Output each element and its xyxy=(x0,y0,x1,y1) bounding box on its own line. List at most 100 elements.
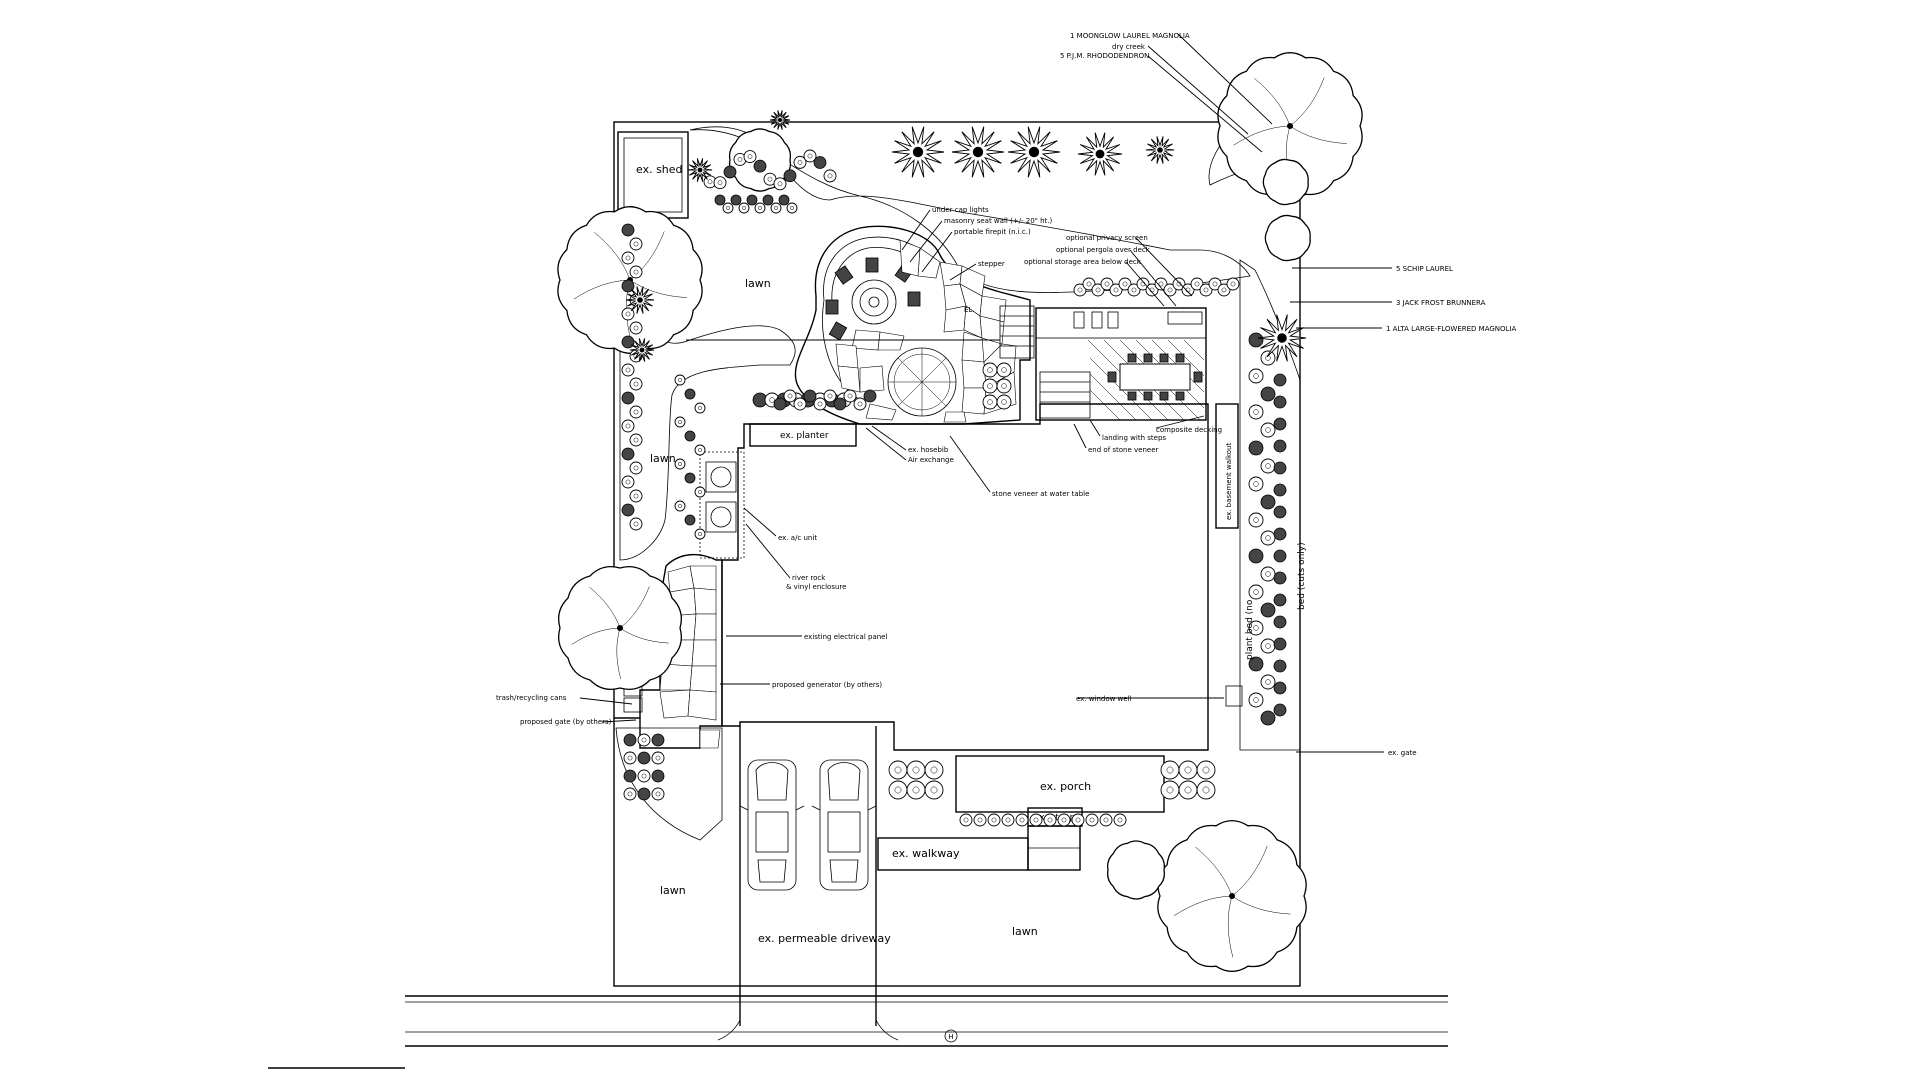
shrub xyxy=(1273,703,1287,717)
callout-ex-gate: ex. gate xyxy=(1388,749,1417,757)
shrub xyxy=(863,389,877,403)
shrub xyxy=(629,517,643,531)
shrub xyxy=(621,503,635,517)
shrub xyxy=(629,489,643,503)
shrub xyxy=(924,780,944,800)
lawn-label-front-left: lawn xyxy=(660,884,686,897)
callout-under-cap: under cap lights xyxy=(932,206,989,214)
shrub xyxy=(730,194,742,206)
callout-plant-bed-2: bed (cuts only) xyxy=(1297,542,1307,610)
shrub xyxy=(1226,277,1240,291)
shrub xyxy=(1260,638,1276,654)
shrub xyxy=(674,416,686,428)
walkway: ex. walkway xyxy=(877,825,1081,871)
shrub xyxy=(1248,404,1264,420)
callout-hosebib: ex. hosebib xyxy=(908,446,949,454)
ac-unit-enclosure xyxy=(699,451,745,559)
callout-air: Air exchange xyxy=(908,456,954,464)
callout-river-rock: river rock xyxy=(792,574,826,582)
porch: ex. porch xyxy=(955,755,1165,813)
ornamental-grass xyxy=(625,286,655,314)
shrub xyxy=(713,176,727,190)
callout-storage: optional storage area below deck xyxy=(1024,258,1142,266)
shrub xyxy=(770,202,782,214)
shrub xyxy=(738,202,750,214)
shrub xyxy=(684,472,696,484)
shrub xyxy=(1248,332,1264,348)
shrub xyxy=(1154,277,1168,291)
shrub xyxy=(1160,780,1180,800)
shrub xyxy=(621,363,635,377)
rear-planting-bed xyxy=(689,126,1251,293)
shrub xyxy=(1248,692,1264,708)
shrub xyxy=(1260,710,1276,726)
shrub xyxy=(637,787,651,801)
shrub xyxy=(621,223,635,237)
fire-pit xyxy=(851,279,897,325)
shrub xyxy=(853,397,867,411)
shrub xyxy=(637,733,651,747)
callout-portable: portable firepit (n.i.c.) xyxy=(954,228,1031,236)
shrub xyxy=(1208,277,1222,291)
callout-moonglow: 1 MOONGLOW LAUREL MAGNOLIA xyxy=(1070,32,1190,40)
shrub xyxy=(637,751,651,765)
walkway-label: ex. walkway xyxy=(892,847,960,860)
shrub xyxy=(1273,505,1287,519)
hydrant-symbol xyxy=(944,1029,958,1043)
callout-composite: composite decking xyxy=(1156,426,1222,434)
hydrant-label: H xyxy=(948,1033,953,1041)
shrub xyxy=(694,528,706,540)
shrub xyxy=(1260,494,1276,510)
ornamental-grass xyxy=(769,110,791,130)
shrub xyxy=(996,362,1012,378)
shrub xyxy=(1071,813,1085,827)
shrub xyxy=(722,202,734,214)
shrub xyxy=(773,177,787,191)
shrub xyxy=(651,787,665,801)
shrub xyxy=(1085,813,1099,827)
shrub xyxy=(1273,681,1287,695)
shrub xyxy=(629,265,643,279)
shrub xyxy=(1015,813,1029,827)
shrub xyxy=(783,389,797,403)
shrub xyxy=(813,156,827,169)
patio-chairs xyxy=(825,257,921,341)
ornamental-plants xyxy=(625,110,1307,362)
tree xyxy=(1264,214,1311,262)
shrub xyxy=(1118,277,1132,291)
ornamental-grass xyxy=(891,126,945,178)
basement-label: ex. basement walkout xyxy=(1225,443,1233,520)
lawn-label-rear: lawn xyxy=(745,277,771,290)
ornamental-grass xyxy=(687,158,713,182)
callout-jack-frost: 3 JACK FROST BRUNNERA xyxy=(1396,299,1486,307)
ornamental-grass xyxy=(951,126,1005,178)
shrub xyxy=(1100,277,1114,291)
shrub xyxy=(674,458,686,470)
shrub xyxy=(1273,637,1287,651)
shrub xyxy=(629,321,643,335)
shrub xyxy=(1248,548,1264,564)
shrub xyxy=(823,389,837,403)
shrub xyxy=(1109,283,1123,297)
shrub xyxy=(1260,674,1276,690)
house xyxy=(721,403,1209,751)
callout-electrical: existing electrical panel xyxy=(804,633,887,641)
shrub xyxy=(778,194,790,206)
shrub xyxy=(1260,602,1276,618)
shrub xyxy=(621,335,635,349)
shrub xyxy=(1099,813,1113,827)
shrub xyxy=(1136,277,1150,291)
shrub xyxy=(629,461,643,475)
shrub xyxy=(783,169,797,183)
shrub xyxy=(1057,813,1071,827)
lawn-label-front: lawn xyxy=(1012,925,1038,938)
shrub xyxy=(1260,566,1276,582)
callout-privacy: optional privacy screen xyxy=(1066,234,1148,242)
shrub xyxy=(621,419,635,433)
callout-alta: 1 ALTA LARGE-FLOWERED MAGNOLIA xyxy=(1386,325,1517,333)
planter-label: ex. planter xyxy=(780,431,829,441)
callout-vinyl: & vinyl enclosure xyxy=(786,583,846,591)
shrub xyxy=(1043,813,1057,827)
shrub xyxy=(1248,476,1264,492)
callout-plant-bed: plant bed (no xyxy=(1245,599,1255,660)
